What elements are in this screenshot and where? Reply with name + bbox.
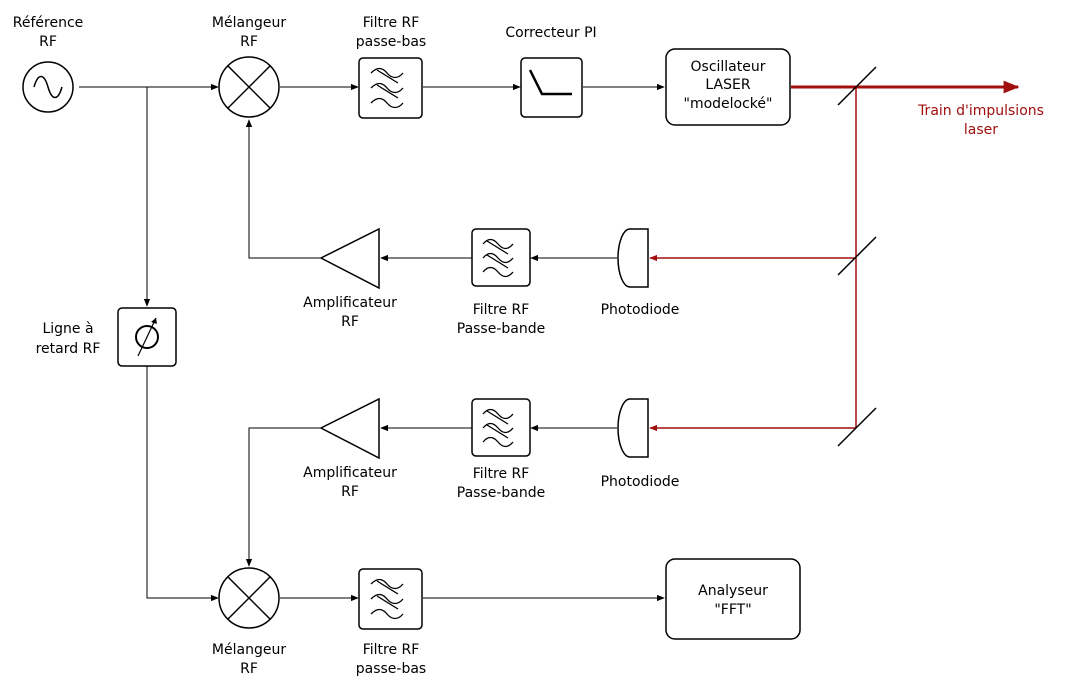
filter-waves-icon	[482, 408, 514, 448]
rf-amplifier-2	[319, 397, 380, 460]
label-pi-corrector: Correcteur PI	[505, 25, 596, 41]
filter-waves-icon	[370, 578, 404, 620]
label-oscillator: "modelocké"	[684, 96, 773, 112]
label-reference: Référence	[13, 15, 84, 31]
label-mixer-top: RF	[240, 34, 258, 50]
photodiode-1	[617, 228, 649, 288]
rf-amplifier-1	[319, 227, 380, 290]
label-amplifier-2: RF	[341, 484, 359, 500]
label-oscillator: Oscillateur	[691, 59, 766, 75]
label-mixer-bottom: Mélangeur	[212, 642, 286, 658]
pi-response-icon	[528, 69, 572, 96]
label-fft-analyzer: "FFT"	[714, 602, 751, 618]
label-bandpass-1: Filtre RF	[473, 302, 530, 318]
label-pulse-train: Train d'impulsions	[917, 103, 1044, 119]
beam-splitters	[837, 66, 877, 447]
label-amplifier-2: Amplificateur	[303, 465, 397, 481]
laser-oscillator	[665, 48, 791, 126]
label-lowpass-top: passe-bas	[356, 34, 426, 50]
label-delay-line: Ligne à	[42, 321, 93, 337]
label-bandpass-1: Passe-bande	[457, 321, 545, 337]
labels: Référence RF Mélangeur RF Filtre RF pass…	[13, 15, 1044, 677]
filter-waves-icon	[370, 67, 404, 109]
label-amplifier-1: RF	[341, 314, 359, 330]
label-lowpass-bottom: passe-bas	[356, 661, 426, 677]
lowpass-filter-top	[358, 57, 423, 119]
mixer-bottom	[218, 567, 280, 629]
label-reference: RF	[39, 34, 57, 50]
label-amplifier-1: Amplificateur	[303, 295, 397, 311]
beam-splitter-2	[837, 236, 877, 276]
label-photodiode-2: Photodiode	[601, 474, 680, 490]
sine-wave-icon	[33, 75, 63, 99]
bandpass-filter-2	[471, 398, 531, 457]
rf-delay-line	[117, 307, 177, 367]
label-photodiode-1: Photodiode	[601, 302, 680, 318]
beam-splitter-3	[837, 407, 877, 447]
fft-analyzer	[665, 558, 801, 640]
label-fft-analyzer: Analyseur	[698, 583, 768, 599]
beam-splitter-1	[837, 66, 877, 106]
rf-reference-source	[22, 61, 74, 113]
label-bandpass-2: Passe-bande	[457, 485, 545, 501]
label-delay-line: retard RF	[36, 341, 101, 357]
adjust-arrow-icon	[137, 317, 157, 357]
label-bandpass-2: Filtre RF	[473, 466, 530, 482]
bandpass-filter-1	[471, 228, 531, 287]
pi-corrector	[520, 57, 583, 118]
label-mixer-bottom: RF	[240, 661, 258, 677]
label-oscillator: LASER	[705, 77, 750, 93]
label-lowpass-top: Filtre RF	[363, 15, 420, 31]
label-pulse-train: laser	[964, 122, 998, 138]
laser-beam-path	[649, 80, 1020, 432]
lowpass-filter-bottom	[358, 568, 423, 630]
mixer-top	[218, 56, 280, 118]
photodiode-2	[617, 398, 649, 458]
rf-wiring	[79, 83, 665, 602]
label-lowpass-bottom: Filtre RF	[363, 642, 420, 658]
filter-waves-icon	[482, 238, 514, 278]
label-mixer-top: Mélangeur	[212, 15, 286, 31]
